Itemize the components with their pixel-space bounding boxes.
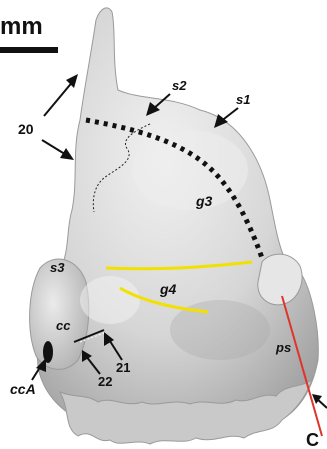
shading-left: [80, 276, 140, 324]
label-20: 20: [18, 121, 34, 137]
arrow-20-upper: [44, 74, 78, 116]
shading-upper: [132, 130, 248, 210]
left-lobe: [30, 259, 89, 369]
label-cc: cc: [56, 318, 71, 333]
scale-label: mm: [0, 13, 43, 40]
label-cca: ccA: [10, 381, 36, 397]
specimen-body: [37, 8, 318, 437]
label-ps: ps: [275, 340, 291, 355]
scale-bar: [0, 47, 58, 53]
panel-letter: C: [306, 430, 319, 449]
label-22: 22: [98, 374, 112, 389]
label-21: 21: [116, 360, 130, 375]
label-s3: s3: [50, 260, 65, 275]
arrow-20-lower: [42, 140, 74, 160]
label-g4: g4: [159, 281, 177, 297]
right-protrusion: [258, 254, 302, 305]
label-s2: s2: [172, 78, 187, 93]
label-s1: s1: [236, 92, 250, 107]
label-g3: g3: [195, 193, 213, 209]
